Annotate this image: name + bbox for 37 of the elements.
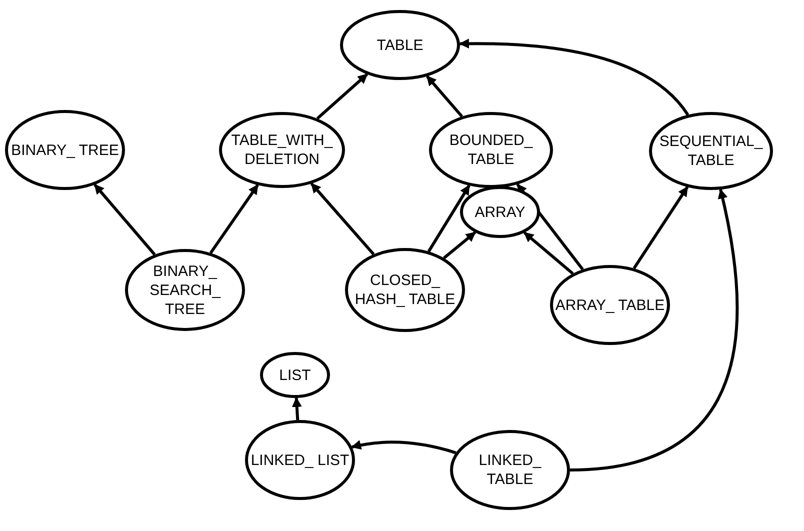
arrow	[632, 186, 689, 270]
class-ellipse	[125, 249, 245, 331]
class-name: TABLE	[376, 36, 424, 54]
class-ellipse	[450, 430, 570, 510]
arrow	[426, 75, 464, 118]
class-name: SEQUENTIAL_ TABLE	[658, 132, 764, 170]
arrow	[523, 231, 574, 275]
class-name: TABLE_WITH_ DELETION	[230, 131, 334, 169]
class-ellipse	[340, 10, 460, 80]
arrow	[94, 184, 156, 256]
arrow	[570, 188, 739, 472]
class-name: BINARY_ SEARCH_ TREE	[148, 262, 222, 318]
arrow	[458, 38, 690, 116]
class-ellipse	[429, 112, 553, 188]
class-name: BOUNDED_ TABLE	[448, 131, 534, 169]
class-name: ARRAY	[474, 202, 526, 222]
arrow	[316, 73, 368, 120]
arrow	[442, 231, 476, 260]
class-ellipse	[460, 186, 540, 238]
class-ellipse	[345, 248, 465, 332]
class-ellipse	[260, 352, 330, 398]
class-name: LINKED_ LIST	[250, 450, 350, 470]
class-ellipse	[5, 110, 125, 190]
arrow	[310, 182, 375, 256]
arrow	[427, 184, 470, 252]
class-ellipse	[649, 112, 773, 190]
class-name: LIST	[278, 366, 312, 384]
class-name: ARRAY_ TABLE	[554, 296, 666, 314]
arrow	[209, 184, 259, 254]
arrow	[351, 440, 456, 454]
class-name: BINARY_ TREE	[10, 140, 120, 160]
class-ellipse	[219, 112, 345, 188]
class-ellipse	[550, 265, 670, 345]
class-ellipse	[245, 420, 355, 500]
arrow	[292, 396, 302, 420]
class-name: LINKED_ TABLE	[478, 451, 542, 489]
class-name: CLOSED_ HASH_ TABLE	[354, 271, 456, 309]
